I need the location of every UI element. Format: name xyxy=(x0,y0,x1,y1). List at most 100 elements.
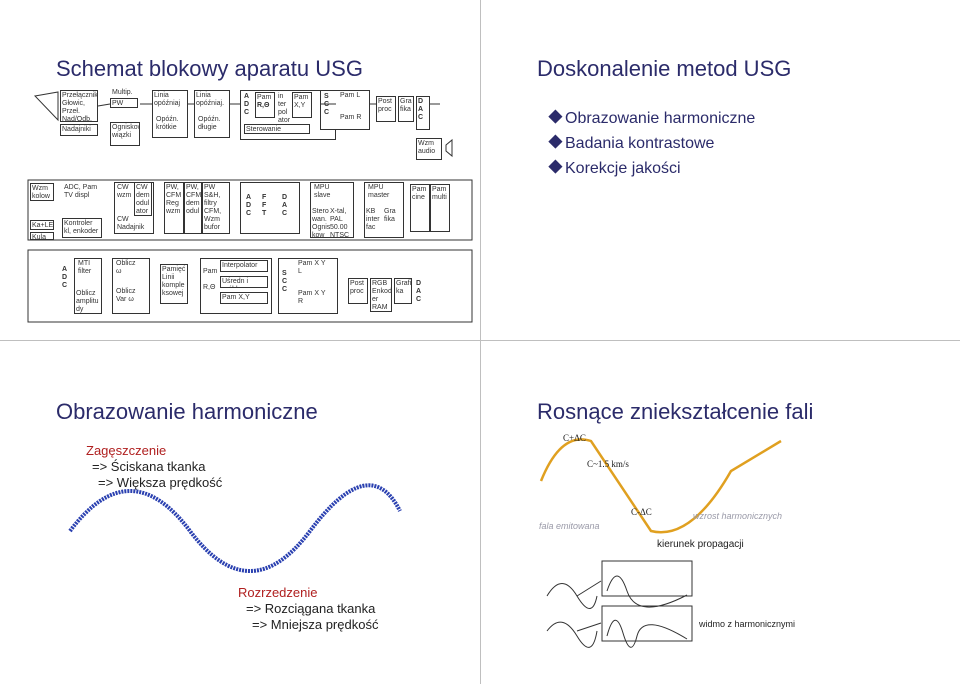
rgb-encoder-block: RGB Enkod er RAM xyxy=(370,278,392,312)
slide-title: Rosnące zniekształcenie fali xyxy=(537,399,814,424)
trackball-block: Kula xyxy=(30,232,54,240)
delay-line2-label: Linia opóźniaj. xyxy=(196,92,225,107)
xtal-label: X-tal, PAL 50.00 NTSC xyxy=(330,208,350,239)
post-proc3-block: Post proc xyxy=(348,278,368,304)
delay-short-label: Opóźn. krótkie xyxy=(156,116,179,131)
memory-xy3-block: Pam X,Y xyxy=(220,292,268,304)
rarefaction-line2: => Mniejsza prędkość xyxy=(252,617,379,632)
delay-line-label: Linia opóźniaj xyxy=(154,92,181,107)
memory-rt-block: Pam R,Θ xyxy=(255,92,275,118)
rarefaction-line1: => Rozciągana tkanka xyxy=(246,601,376,616)
mti-label: MTI filter xyxy=(78,260,92,275)
diamond-bullet-icon xyxy=(548,134,563,149)
slide-wave-distortion: Rosnące zniekształcenie fali C+ΔC C~1.5 … xyxy=(481,341,960,684)
kaled-block: Ka+LED xyxy=(30,220,54,230)
diamond-bullet-icon xyxy=(548,159,563,174)
averaging-block: Uśredn i próbk xyxy=(220,276,268,288)
compression-line2: => Większa prędkość xyxy=(98,475,223,490)
memory2-label: Pam xyxy=(294,94,309,101)
memory-xy-r-label: Pam X Y R xyxy=(298,290,326,305)
slide-block-diagram: Schemat blokowy aparatu USG Przełącznik … xyxy=(0,0,480,340)
scc-group xyxy=(320,90,370,130)
complex-memory-block: Pamięć Linii komple ksowej xyxy=(160,264,188,304)
omega-group xyxy=(112,258,150,314)
amplitude-label: Oblicz amplitu dy xyxy=(76,290,99,313)
omega-label: Oblicz ω xyxy=(116,260,136,275)
dac2-label: D A C xyxy=(282,194,288,217)
delay-short-block: Linia opóźniaj xyxy=(152,90,188,138)
color-amp-block: Wzm kolow xyxy=(30,183,54,201)
graphics2-label: Gra fika xyxy=(384,208,396,223)
harmonic-growth-label: wzrost harmonicznych xyxy=(693,511,783,521)
r-theta-label: R,Θ xyxy=(257,102,270,109)
c-value-label: C~1.5 km/s xyxy=(587,459,629,469)
slide-title: Schemat blokowy aparatu USG xyxy=(56,56,363,81)
switch-block: Przełącznik Głowic, Przeł. Nad/Odb. xyxy=(60,90,98,122)
delay-long-block: Linia opóźniaj. xyxy=(194,90,230,138)
steering-label: Stero wan. Ognis kow xyxy=(312,208,331,239)
spectrum-label: widmo z harmonicznymi xyxy=(699,619,796,629)
slide-title: Obrazowanie harmoniczne xyxy=(56,399,318,424)
multiplexer-label: Multip. xyxy=(112,89,133,96)
bullet-item: Korekcje jakości xyxy=(548,159,681,178)
rarefaction-title: Rozrzedzenie xyxy=(238,585,318,600)
graphics-block: Gra fika xyxy=(398,96,414,122)
interpolator3-block: Interpolator xyxy=(220,260,268,272)
slide-harmonic-imaging: Obrazowanie harmoniczne Zagęszczenie => … xyxy=(0,341,480,684)
slide-improvements: Doskonalenie metod USG Obrazowanie harmo… xyxy=(481,0,960,340)
xy-label: X,Y xyxy=(294,102,306,109)
spectrum-graphic xyxy=(546,560,693,648)
distorted-wave-graphic xyxy=(539,438,782,534)
diamond-bullet-icon xyxy=(548,109,563,124)
cw-demod-block: CW dem odul ator xyxy=(134,182,152,216)
memory-xy-l-label: Pam X Y L xyxy=(298,260,326,275)
bullet-text: Obrazowanie harmoniczne xyxy=(565,110,756,127)
memory-xy-block: Pam X,Y xyxy=(292,92,312,118)
fft-group xyxy=(240,182,300,234)
adc-label: A D C xyxy=(244,93,250,116)
post-proc-block: Post proc xyxy=(376,96,396,122)
propagation-label: kierunek propagacji xyxy=(657,539,744,550)
mpu-master-label: MPU master xyxy=(368,184,390,199)
pw-buffer-block: PW bufor xyxy=(110,98,138,108)
bullet-item: Obrazowanie harmoniczne xyxy=(548,109,756,128)
emitted-wave-label: fala emitowana xyxy=(539,521,600,531)
transmitters-block: Nadajniki xyxy=(60,124,98,136)
pw-cfm-reg-block: PW, CFM Reg wzm xyxy=(164,182,184,234)
sine-wave-graphic xyxy=(68,483,402,573)
memory-label: Pam xyxy=(257,94,272,101)
mti-group xyxy=(74,258,102,314)
adc-memory-label: ADC, Pam TV displ xyxy=(64,184,98,199)
cw-amp-label: CW wzm xyxy=(117,184,132,199)
compression-title: Zagęszczenie xyxy=(86,443,167,458)
cw-tx-label: CW Nadajnik xyxy=(117,216,145,231)
audio-amp-block: Wzm audio xyxy=(416,138,442,160)
dac-block: D A C xyxy=(416,96,430,130)
graphics3-block: Grafi ka xyxy=(394,278,412,304)
bullet-item: Badania kontrastowe xyxy=(548,134,715,153)
dac3-label: D A C xyxy=(416,280,422,303)
memory-rt3-label: Pam R,Θ xyxy=(203,268,218,291)
slide-title: Doskonalenie metod USG xyxy=(537,56,792,81)
c-minus-label: C-ΔC xyxy=(631,507,652,517)
scc3-group xyxy=(278,258,338,314)
mpu-master-group xyxy=(364,182,404,238)
bullet-text: Korekcje jakości xyxy=(565,160,681,177)
c-plus-label: C+ΔC xyxy=(563,433,586,443)
pw-cfm-demod-block: PW, CFM dem odul xyxy=(184,182,202,234)
memory-l-label: Pam L xyxy=(340,92,361,99)
memory-r-label: Pam R xyxy=(340,114,362,121)
scc3-label: S C C xyxy=(282,270,288,293)
vertical-divider xyxy=(480,0,481,684)
fft-label: F F T xyxy=(262,194,267,217)
compression-line1: => Ściskana tkanka xyxy=(92,459,206,474)
multi-memory-block: Pam multi xyxy=(430,184,450,232)
diagram-connectors xyxy=(27,91,473,323)
mpu-slave-group xyxy=(310,182,354,238)
bullet-text: Badania kontrastowe xyxy=(565,135,715,152)
focusing-block: Ogniskowanie wiązki xyxy=(110,122,140,146)
delay-long-label: Opóźn. długie xyxy=(198,116,221,131)
adc2-label: A D C xyxy=(246,194,252,217)
mpu-slave-label: MPU slave xyxy=(314,184,331,199)
